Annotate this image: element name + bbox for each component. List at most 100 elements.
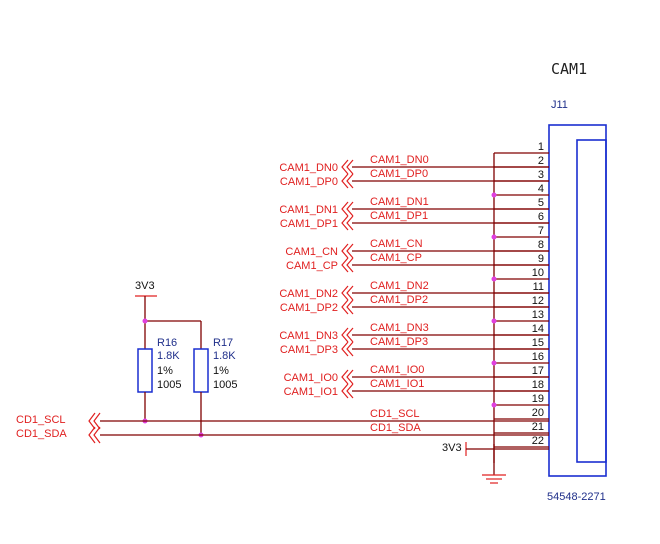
i2c-port-scl: CD1_SCL (16, 414, 66, 426)
pin-9-number: 9 (538, 253, 544, 265)
net-wire-label-cam1_dp3: CAM1_DP3 (370, 336, 428, 348)
net-port-cam1_dn0: CAM1_DN0 (279, 162, 338, 174)
net-port-arrow-a (341, 243, 349, 259)
net-port-cam1_dp0: CAM1_DP0 (280, 176, 338, 188)
net-port-arrow-a (341, 257, 349, 273)
pin-16-number: 16 (532, 351, 544, 363)
net-port-arrow-b (346, 215, 354, 231)
pin-19-number: 19 (532, 393, 544, 405)
r17-ref: R17 (213, 337, 233, 349)
net-wire-label-cam1_dn1: CAM1_DN1 (370, 196, 429, 208)
net-port-arrow-b (346, 299, 354, 315)
i2c-bus: CD1_SCL CD1_SDA CD1_SCL CD1_SDA (16, 408, 549, 444)
net-port-arrow-a (341, 159, 349, 175)
r16-value: 1.8K (157, 350, 180, 362)
r16-package: 1005 (157, 379, 181, 391)
connector-ref: J11 (551, 99, 568, 111)
pin-7-number: 7 (538, 225, 544, 237)
net-port-arrow-b (346, 341, 354, 357)
net-port-cam1_cp: CAM1_CP (286, 260, 338, 272)
pin-6-number: 6 (538, 211, 544, 223)
net-port-cam1_dn3: CAM1_DN3 (279, 330, 338, 342)
pin-17-number: 17 (532, 365, 544, 377)
ground-junction-pin-16 (491, 360, 497, 366)
r17-package: 1005 (213, 379, 237, 391)
ground-symbol (482, 474, 506, 484)
net-port-arrow-b (346, 159, 354, 175)
ground-junction-pin-10 (491, 276, 497, 282)
i2c-port-sda: CD1_SDA (16, 428, 67, 440)
net-port-cam1_cn: CAM1_CN (285, 246, 338, 258)
net-wire-label-cam1_dn0: CAM1_DN0 (370, 154, 429, 166)
net-port-arrow-b (346, 285, 354, 301)
net-port-cam1_io0: CAM1_IO0 (284, 372, 338, 384)
pin-21-number: 21 (532, 421, 544, 433)
net-port-arrow-b (346, 257, 354, 273)
pin-10-number: 10 (532, 267, 544, 279)
net-port-arrow-b (346, 243, 354, 259)
net-port-arrow-a (341, 341, 349, 357)
pin-4-number: 4 (538, 183, 544, 195)
pin-15-number: 15 (532, 337, 544, 349)
i2c-wire-label-scl: CD1_SCL (370, 408, 420, 420)
net-port-arrow-a (341, 285, 349, 301)
net-wire-label-cam1_cp: CAM1_CP (370, 252, 422, 264)
net-wire-label-cam1_cn: CAM1_CN (370, 238, 423, 250)
pin-3-number: 3 (538, 169, 544, 181)
net-port-arrow-a (341, 327, 349, 343)
connector-body-inner (576, 139, 607, 463)
ground-junction-pin-4 (491, 192, 497, 198)
net-port-arrow-a (341, 215, 349, 231)
camera-net-ports: CAM1_DN0CAM1_DN0CAM1_DP0CAM1_DP0CAM1_DN1… (279, 154, 549, 399)
pin-5-number: 5 (538, 197, 544, 209)
pin-18-number: 18 (532, 379, 544, 391)
net-port-arrow-b (346, 173, 354, 189)
pin-11-number: 11 (533, 281, 544, 293)
resistor-r17-body (193, 348, 209, 393)
r16-tolerance: 1% (157, 365, 173, 377)
net-port-arrow-b (346, 369, 354, 385)
net-port-arrow-a (341, 173, 349, 189)
pullup-network: 3V3 R16 1.8K 1% 1005 R17 1.8K 1% 1005 (135, 280, 237, 438)
pin-20-number: 20 (532, 407, 544, 419)
i2c-wire-label-sda: CD1_SDA (370, 422, 421, 434)
pin-22-number: 22 (532, 435, 544, 447)
net-port-arrow-b (346, 201, 354, 217)
pin-1-number: 1 (538, 141, 544, 153)
pin-14-number: 14 (532, 323, 544, 335)
r17-tolerance: 1% (213, 365, 229, 377)
net-wire-label-cam1_dp2: CAM1_DP2 (370, 294, 428, 306)
net-port-arrow-a (341, 383, 349, 399)
pin-12-number: 12 (532, 295, 544, 307)
net-wire-label-cam1_dn3: CAM1_DN3 (370, 322, 429, 334)
pin-2-number: 2 (538, 155, 544, 167)
pin-13-number: 13 (532, 309, 544, 321)
ground-junction-pin-7 (491, 234, 497, 240)
connector-part-number: 54548-2271 (547, 491, 606, 503)
pullup-power-label: 3V3 (135, 280, 155, 292)
pin-8-number: 8 (538, 239, 544, 251)
net-port-cam1_dn1: CAM1_DN1 (279, 204, 338, 216)
r16-ref: R16 (157, 337, 177, 349)
net-port-cam1_io1: CAM1_IO1 (284, 386, 338, 398)
net-port-arrow-a (341, 201, 349, 217)
resistor-r16-body (137, 348, 153, 393)
ground-junctions (491, 192, 497, 408)
net-port-cam1_dp1: CAM1_DP1 (280, 218, 338, 230)
ground-junction-pin-13 (491, 318, 497, 324)
net-port-arrow-a (341, 369, 349, 385)
net-wire-label-cam1_io0: CAM1_IO0 (370, 364, 424, 376)
pin22-power-label: 3V3 (442, 442, 462, 454)
pin22-power: 3V3 (442, 442, 549, 456)
r17-value: 1.8K (213, 350, 236, 362)
net-port-cam1_dn2: CAM1_DN2 (279, 288, 338, 300)
block-title: CAM1 (551, 60, 587, 78)
net-port-arrow-a (341, 299, 349, 315)
net-wire-label-cam1_dp1: CAM1_DP1 (370, 210, 428, 222)
net-port-cam1_dp2: CAM1_DP2 (280, 302, 338, 314)
net-wire-label-cam1_dp0: CAM1_DP0 (370, 168, 428, 180)
net-port-arrow-b (346, 327, 354, 343)
net-port-cam1_dp3: CAM1_DP3 (280, 344, 338, 356)
